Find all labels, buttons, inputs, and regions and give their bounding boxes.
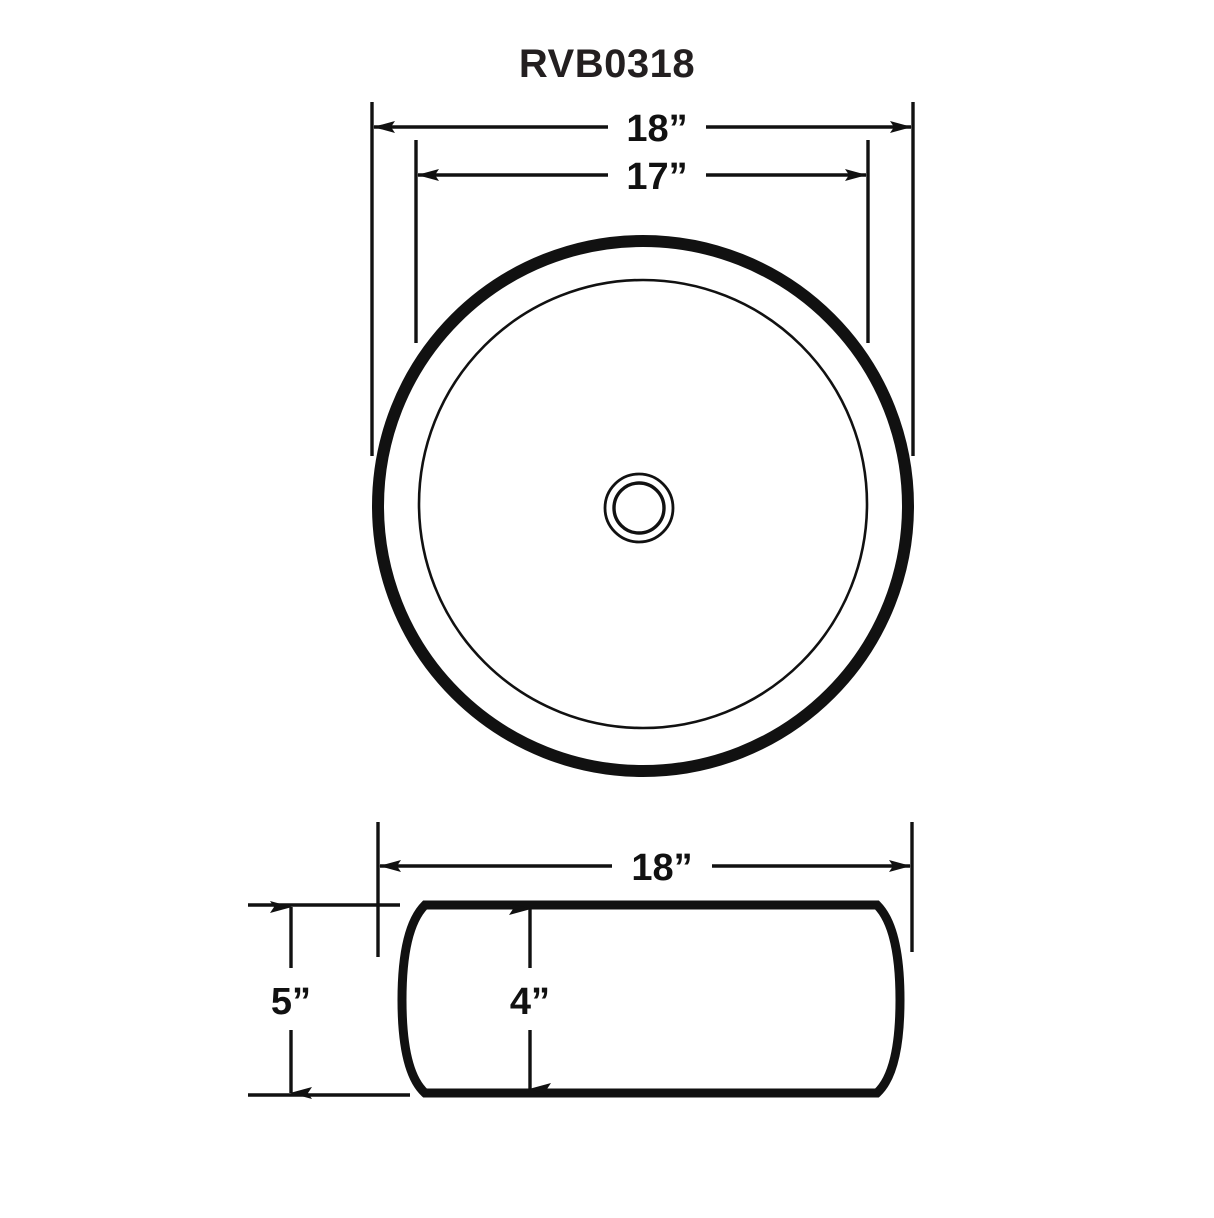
page-title: RVB0318 bbox=[518, 42, 696, 86]
outer-rim-circle bbox=[372, 235, 914, 777]
dim-label-inner-diameter: 17” bbox=[626, 156, 687, 198]
dim-label-basin-depth: 4” bbox=[510, 981, 550, 1023]
side-view: 18” 5” 4” bbox=[248, 822, 914, 1099]
barrel-profile bbox=[397, 900, 905, 1098]
dim-label-side-width: 18” bbox=[631, 847, 692, 889]
top-view: 18” 17” bbox=[370, 102, 915, 777]
dim-label-outer-diameter: 18” bbox=[626, 108, 687, 150]
drain-outer-circle bbox=[603, 472, 675, 544]
dim-label-overall-height: 5” bbox=[271, 981, 311, 1023]
drain-inner-circle bbox=[612, 481, 666, 535]
inner-basin-circle bbox=[417, 278, 869, 730]
